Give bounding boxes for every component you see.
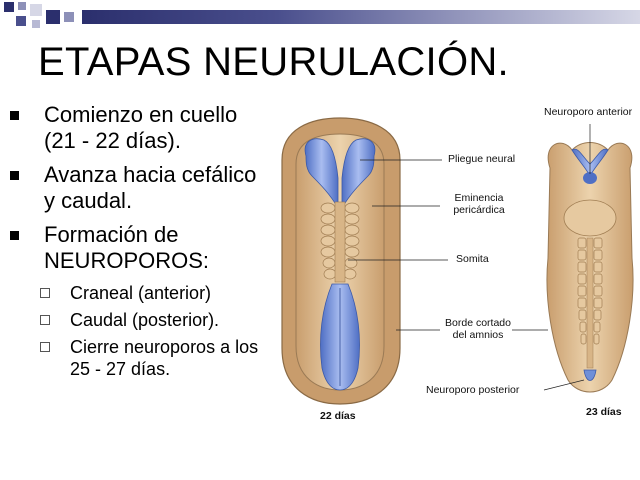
square-bullet-icon: [10, 171, 19, 180]
embryo-22-dias: [281, 117, 401, 405]
slide-title: ETAPAS NEURULACIÓN.: [38, 40, 509, 84]
bullet-item: Avanza hacia cefálico y caudal.: [10, 162, 272, 214]
hollow-square-bullet-icon: [40, 342, 50, 352]
embryo-drawing: [281, 117, 634, 405]
deco-square: [46, 10, 60, 24]
deco-square: [30, 4, 42, 16]
deco-square: [4, 2, 14, 12]
subbullet-item: Caudal (posterior).: [10, 309, 272, 331]
square-bullet-icon: [10, 231, 19, 240]
caption-22-dias: 22 días: [320, 410, 356, 422]
subbullet-text: Cierre neuroporos a los 25 - 27 días.: [70, 337, 259, 379]
deco-square: [64, 12, 74, 22]
bullet-text: Avanza hacia cefálico y caudal.: [44, 162, 257, 213]
bullet-item: Formación de NEUROPOROS:: [10, 222, 272, 274]
deco-square: [16, 16, 26, 26]
label-neuroporo-posterior: Neuroporo posterior: [426, 384, 520, 396]
deco-square: [32, 20, 40, 28]
bullet-list: Comienzo en cuello (21 - 22 días). Avanz…: [10, 102, 272, 385]
bullet-item: Comienzo en cuello (21 - 22 días).: [10, 102, 272, 154]
label-neuroporo-anterior: Neuroporo anterior: [544, 106, 633, 118]
subbullet-text: Caudal (posterior).: [70, 310, 220, 330]
embryo-23-dias: [546, 142, 634, 393]
hollow-square-bullet-icon: [40, 288, 50, 298]
header-band: [82, 10, 640, 24]
caption-23-dias: 23 días: [586, 406, 622, 418]
label-eminencia-pericardica: Eminencia pericárdica: [453, 192, 505, 216]
subbullet-text: Craneal (anterior): [70, 283, 212, 303]
header-decoration: [0, 0, 640, 30]
square-bullet-icon: [10, 111, 19, 120]
deco-square: [18, 2, 26, 10]
subbullet-item: Cierre neuroporos a los 25 - 27 días.: [10, 336, 272, 380]
bullet-text: Comienzo en cuello (21 - 22 días).: [44, 102, 238, 153]
subbullet-item: Craneal (anterior): [10, 282, 272, 304]
bullet-text: Formación de NEUROPOROS:: [44, 222, 210, 273]
hollow-square-bullet-icon: [40, 315, 50, 325]
label-pliegue-neural: Pliegue neural: [448, 153, 516, 165]
label-borde-cortado: Borde cortado del amnios: [445, 317, 511, 341]
embryo-illustration: Neuroporo anterior Pliegue neural Eminen…: [272, 98, 640, 430]
label-somita: Somita: [456, 253, 489, 265]
